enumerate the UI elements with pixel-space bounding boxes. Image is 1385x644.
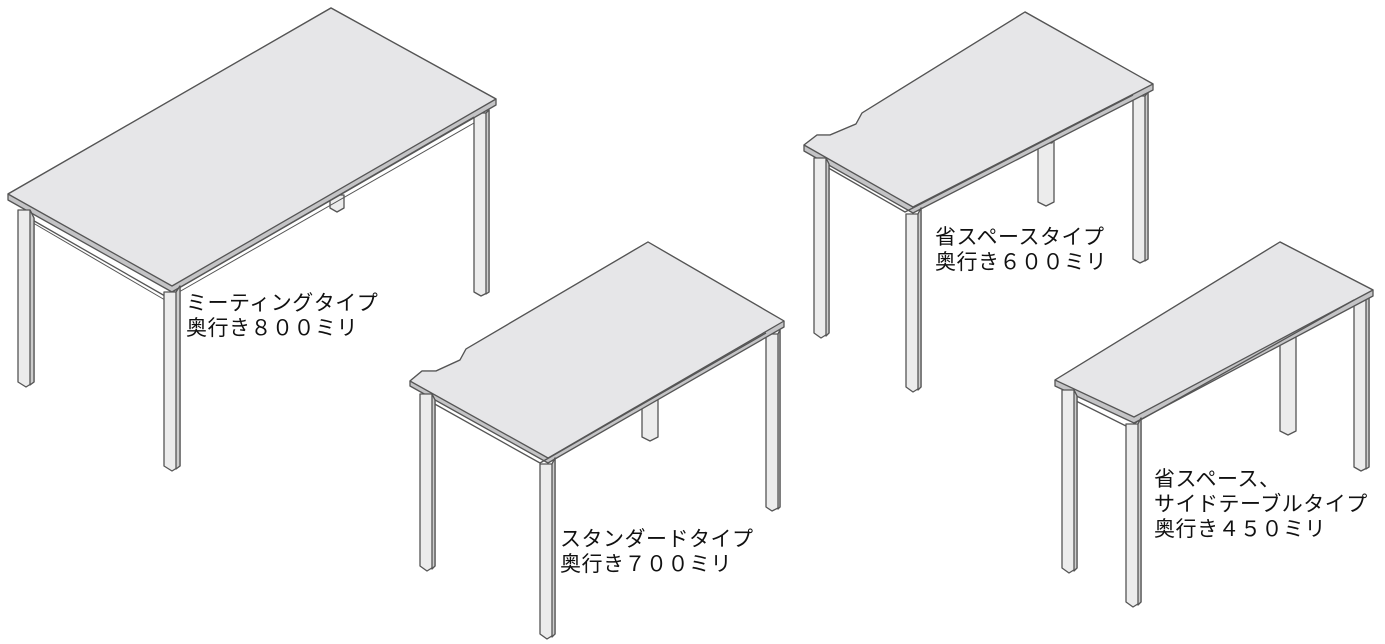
standard-table-name: スタンダードタイプ [560, 527, 754, 551]
side-table-back-leg [1353, 290, 1370, 472]
meeting-table-back-leg [473, 109, 490, 297]
standard-table-label: スタンダードタイプ 奥行き７００ミリ [560, 527, 754, 577]
space-saving-table-depth: 奥行き６００ミリ [935, 250, 1107, 274]
space-saving-table-icon [803, 11, 1154, 393]
side-table-left-leg [1061, 389, 1078, 574]
standard-table-top [409, 241, 785, 464]
standard-table-front-leg [539, 457, 556, 640]
space-saving-table-label: 省スペースタイプ 奥行き６００ミリ [935, 225, 1107, 275]
side-table-front-leg [1125, 417, 1142, 608]
side-table-icon [1054, 241, 1374, 608]
side-table-center-leg [1279, 332, 1297, 436]
side-table-name-line2: サイドテーブルタイプ [1154, 492, 1368, 516]
meeting-table-front-leg [163, 285, 181, 472]
space-saving-table-left-leg [813, 157, 830, 339]
meeting-table-icon [7, 7, 497, 472]
space-saving-table-top [803, 11, 1154, 214]
meeting-table-depth: 奥行き８００ミリ [186, 316, 358, 340]
standard-table-back-leg [765, 329, 781, 512]
side-table-name-line1: 省スペース、 [1154, 467, 1281, 491]
meeting-table-top [7, 7, 497, 301]
standard-table-left-leg [419, 393, 436, 572]
side-table-depth: 奥行き４５０ミリ [1154, 517, 1326, 541]
side-table-label: 省スペース、 サイドテーブルタイプ 奥行き４５０ミリ [1154, 467, 1368, 542]
side-table-top [1054, 241, 1374, 428]
meeting-table-name: ミーティングタイプ [186, 291, 379, 315]
meeting-table-left-leg [17, 209, 35, 388]
space-saving-table-name: 省スペースタイプ [935, 225, 1105, 249]
meeting-table-label: ミーティングタイプ 奥行き８００ミリ [186, 291, 378, 341]
standard-table-depth: 奥行き７００ミリ [560, 552, 732, 576]
standard-table-icon [409, 241, 785, 640]
space-saving-table-back-leg [1132, 91, 1149, 264]
space-saving-table-front-leg [905, 207, 922, 393]
space-saving-table-center-leg [1037, 138, 1055, 207]
